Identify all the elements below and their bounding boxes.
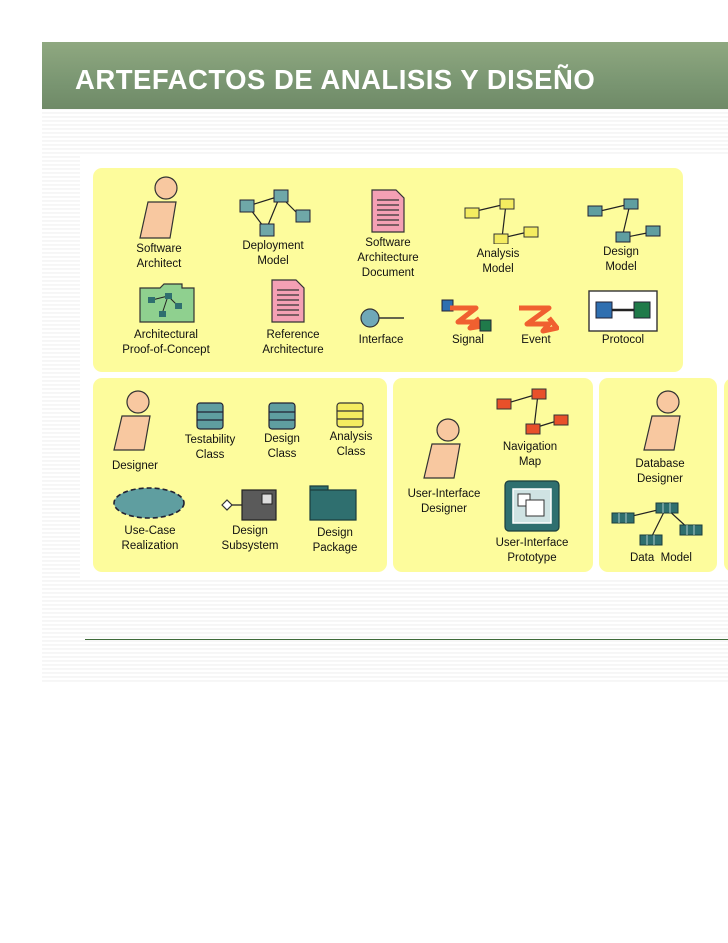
- deployment-model-label: Deployment Model: [242, 240, 304, 267]
- designer-label: Designer: [111, 460, 159, 472]
- reference-architecture-icon: [271, 279, 305, 323]
- signal-label: Signal: [452, 334, 484, 346]
- database-designer-icon: [643, 390, 681, 451]
- analysis-model-icon: [464, 198, 539, 244]
- design-class-icon: [268, 402, 296, 430]
- navigation-map-label: Navigation Map: [502, 441, 558, 468]
- design-model-icon: [587, 198, 661, 243]
- analysis-class-icon: [336, 402, 364, 428]
- slide-title: ARTEFACTOS DE ANALISIS Y DISEÑO: [75, 64, 596, 95]
- use-case-realization-label: Use-Case Realization: [121, 525, 179, 552]
- ui-designer-label: User-Interface Designer: [407, 488, 481, 515]
- design-package-label: Design Package: [312, 527, 358, 554]
- designer-icon: [113, 390, 151, 451]
- deployment-model-icon: [239, 189, 311, 237]
- design-package-icon: [309, 485, 357, 521]
- design-model-label: Design Model: [603, 246, 639, 273]
- use-case-realization-icon: [113, 487, 185, 519]
- database-designer-label: Database Designer: [635, 458, 685, 485]
- ui-prototype-label: User-Interface Prototype: [495, 537, 569, 564]
- analysis-model-label: Analysis Model: [476, 248, 520, 275]
- ui-prototype-icon: [504, 480, 560, 532]
- architectural-poc-icon: [139, 283, 195, 323]
- testability-class-icon: [196, 402, 224, 430]
- software-architecture-document-label: Software Architecture Document: [357, 237, 419, 279]
- event-label: Event: [521, 334, 551, 346]
- interface-icon: [360, 308, 404, 328]
- data-model-label: Data Model: [629, 552, 692, 564]
- event-icon: [519, 305, 559, 334]
- data-model-icon: [611, 502, 703, 546]
- design-subsystem-icon: [221, 489, 277, 521]
- testability-class-label: Testability Class: [184, 434, 236, 461]
- analysis-class-label: Analysis Class: [329, 431, 373, 458]
- navigation-map-icon: [496, 388, 569, 435]
- signal-icon: [441, 299, 492, 332]
- next-panel-edge: [724, 378, 728, 572]
- design-class-label: Design Class: [264, 433, 300, 460]
- architectural-poc-label: Architectural Proof-of-Concept: [122, 329, 210, 356]
- divider-line: [85, 639, 728, 640]
- design-subsystem-label: Design Subsystem: [221, 525, 279, 552]
- software-architect-icon: [139, 176, 178, 239]
- interface-label: Interface: [358, 334, 404, 346]
- reference-architecture-label: Reference Architecture: [262, 329, 324, 356]
- document-icon: [371, 189, 405, 233]
- ui-designer-icon: [423, 418, 461, 479]
- protocol-icon: [588, 290, 658, 332]
- protocol-label: Protocol: [601, 334, 645, 346]
- title-bar: ARTEFACTOS DE ANALISIS Y DISEÑO: [42, 42, 728, 109]
- software-architect-label: Software Architect: [136, 243, 182, 270]
